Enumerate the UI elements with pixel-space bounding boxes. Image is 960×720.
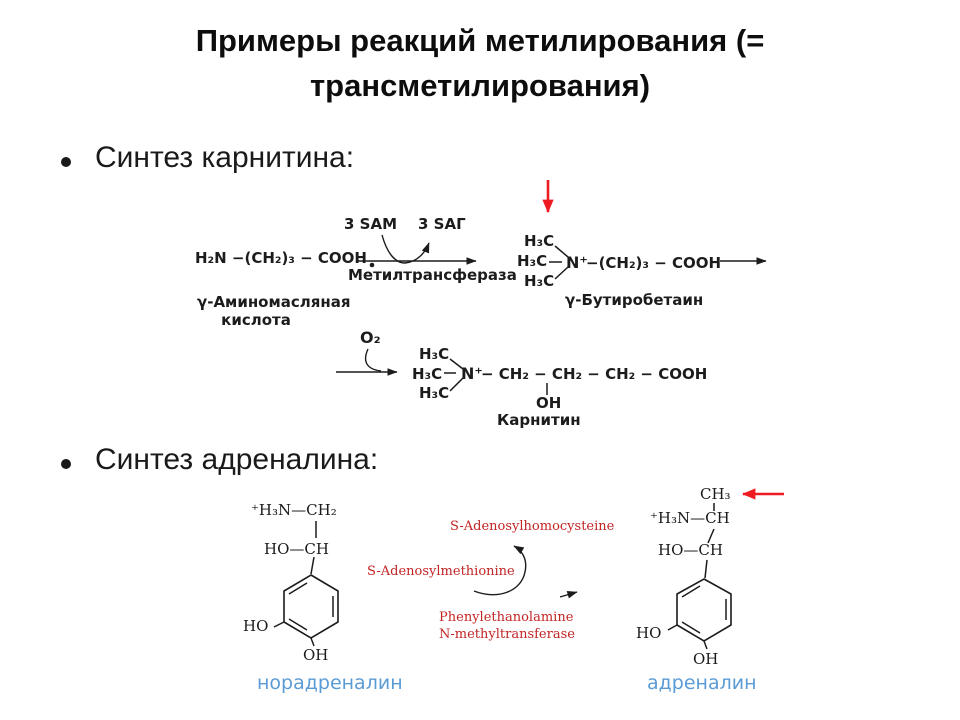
slide-title-line1: Примеры реакций метилирования (= [195,23,765,58]
adrenaline-ring-oh: OH [693,650,719,668]
reaction-arrow-3 [336,348,398,376]
noradrenaline-carbinol-group: HO—CH [264,540,329,558]
butyrobetaine-methyl-2: H₃C [517,252,548,270]
bullet-dot-carnitine [61,157,71,167]
carnitine-hydroxyl: OH [536,394,562,412]
gaba-name-line2: кислота [221,311,291,329]
noradrenaline-benzene-ring [283,574,339,639]
cofactor-sam-label: 3 SAM [344,215,397,233]
adrenaline-benzene-ring [676,578,732,642]
bullet-carnitine: Синтез карнитина: [95,141,355,174]
carnitine-chain: − CH₂ − CH₂ − CH₂ − COOH [481,365,708,383]
slide-title: Примеры реакций метилирования (= трансме… [0,18,960,108]
pnmt-enzyme-line1: Phenylethanolamine [439,610,574,625]
noradrenaline-amine-group: ⁺H₃N—CH₂ [251,501,337,519]
butyrobetaine-name: γ-Бутиробетаин [565,291,704,309]
bullet-dot-adrenaline [61,459,71,469]
noradrenaline-ring-oh: OH [303,646,329,664]
carnitine-methyl-1: H₃C [419,345,450,363]
bullet-adrenaline: Синтез адреналина: [95,443,379,476]
butyrobetaine-methyl-1: H₃C [524,232,555,250]
gaba-formula: H₂N −(CH₂)₃ − COOH [195,249,367,267]
adrenaline-methyl-group: CH₃ [700,485,731,503]
gaba-name-line1: γ-Аминомасляная [197,293,351,311]
butyrobetaine-methyl-3: H₃C [524,272,555,290]
s-adenosylmethionine-label: S-Adenosylmethionine [367,564,515,579]
oxygen-label: O₂ [360,328,381,347]
methyltransferase-label: Метилтрансфераза [348,266,517,284]
reaction-arrow-1 [358,234,477,268]
butyrobetaine-chain: −(CH₂)₃ − COOH [586,254,722,272]
carnitine-nitrogen: N⁺ [461,364,483,383]
pnmt-enzyme-line2: N-methyltransferase [439,627,575,642]
s-adenosylhomocysteine-label: S-Adenosylhomocysteine [450,519,615,534]
carnitine-methyl-2: H₃C [412,365,443,383]
noradrenaline-name: норадреналин [257,672,403,694]
adrenaline-ring-ho: HO [636,624,662,642]
adrenaline-amine-group: ⁺H₃N—CH [650,509,730,527]
adrenaline-carbinol-group: HO—CH [658,541,723,559]
cofactor-sag-label: 3 SAГ [418,215,466,233]
butyrobetaine-nitrogen: N⁺ [566,253,588,272]
slide-title-line2: трансметилирования) [309,68,651,103]
adrenaline-name: адреналин [647,672,757,694]
carnitine-methyl-3: H₃C [419,384,450,402]
carnitine-name: Карнитин [497,411,581,429]
noradrenaline-ring-ho: HO [243,617,269,635]
